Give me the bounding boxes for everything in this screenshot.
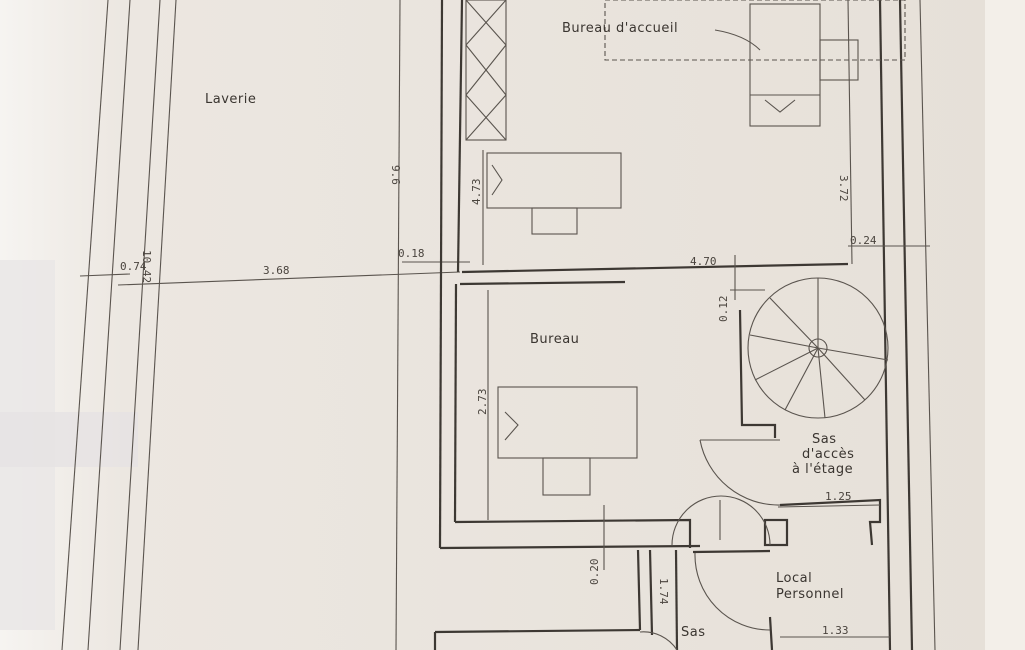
dimension-label: 2.73 <box>476 389 489 416</box>
dimension-label: 0.74 <box>120 260 147 273</box>
room-label-sas: Sas <box>681 625 706 640</box>
spiral-staircase <box>730 277 889 438</box>
dimension-label: 3.68 <box>263 264 290 277</box>
dimension-label: 3.72 <box>837 175 850 202</box>
room-label-local-personnel: Personnel <box>776 587 844 602</box>
doors <box>639 439 781 650</box>
room-label-local-personnel: Local <box>776 571 812 586</box>
dimension-lines <box>482 150 930 638</box>
room-label-bureau: Bureau <box>530 332 579 347</box>
closet <box>465 0 507 141</box>
room-label-bureau-accueil: Bureau d'accueil <box>562 21 678 36</box>
desk-bureau <box>497 386 638 496</box>
desk-top-left <box>486 152 622 235</box>
dimension-label: 1.33 <box>822 624 849 637</box>
dimension-label: 1.74 <box>657 578 670 605</box>
dimension-label: 0.18 <box>398 247 425 260</box>
desk-accueil <box>604 0 906 127</box>
dimension-label: 4.70 <box>690 255 717 268</box>
dimension-label: 0.12 <box>717 296 730 323</box>
blur-patch <box>0 412 138 467</box>
room-label-laverie: Laverie <box>205 92 256 107</box>
dimension-label: 0.24 <box>850 234 877 247</box>
dimension-label: 4.73 <box>470 179 483 206</box>
walls <box>433 0 936 650</box>
room-label-sas-acces: à l'étage <box>792 462 853 477</box>
room-label-sas-acces: Sas <box>812 432 837 447</box>
room-label-sas-acces: d'accès <box>802 447 854 462</box>
dimension-label: 0.20 <box>588 559 601 586</box>
dimension-label: 1.25 <box>825 490 852 503</box>
dimension-label: 10.42 <box>140 250 153 283</box>
paper-edge <box>985 0 1025 650</box>
dimension-label: 9.6 <box>389 165 402 185</box>
